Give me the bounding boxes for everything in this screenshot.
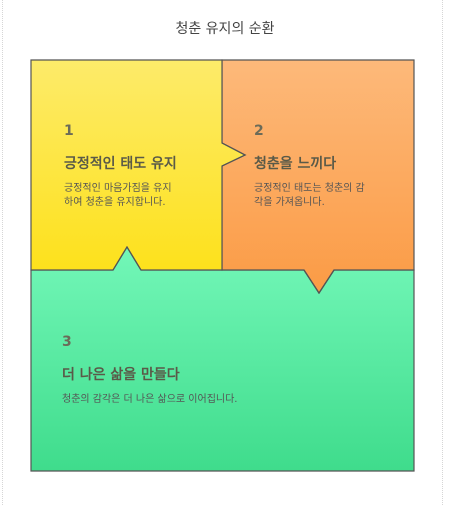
step-2-heading: 청춘을 느끼다 <box>254 156 337 172</box>
step-3-number: 3 <box>62 334 72 350</box>
arrow-up-icon <box>112 245 142 271</box>
step-3-description: 청춘의 감각은 더 나은 삶으로 이어집니다. <box>62 393 382 407</box>
step-1-block: 1 긍정적인 태도 유지 긍정적인 마음가짐을 유지 하여 청춘을 유지합니다. <box>64 123 214 210</box>
step-3-block: 3 더 나은 삶을 만들다 청춘의 감각은 더 나은 삶으로 이어집니다. <box>62 334 382 407</box>
step-2-block: 2 청춘을 느끼다 긍정적인 태도는 청춘의 감 각을 가져옵니다. <box>254 123 404 210</box>
step-1-heading: 긍정적인 태도 유지 <box>64 156 177 172</box>
arrow-down-icon <box>303 269 335 295</box>
step-3-heading: 더 나은 삶을 만들다 <box>62 367 180 383</box>
step-2-description: 긍정적인 태도는 청춘의 감 각을 가져옵니다. <box>254 182 404 210</box>
step-1-description-text: 긍정적인 마음가짐을 유지 하여 청춘을 유지합니다. <box>64 183 172 208</box>
left-guide-line <box>2 0 3 505</box>
step-3-description-text: 청춘의 감각은 더 나은 삶으로 이어집니다. <box>62 394 238 405</box>
step-1-panel <box>30 59 247 271</box>
step-1-number: 1 <box>64 123 74 139</box>
step-2-description-text: 긍정적인 태도는 청춘의 감 각을 가져옵니다. <box>254 183 365 208</box>
right-guide-line <box>442 0 443 505</box>
arrow-right-icon <box>221 142 247 167</box>
step-1-description: 긍정적인 마음가짐을 유지 하여 청춘을 유지합니다. <box>64 182 214 210</box>
step-2-number: 2 <box>254 123 264 139</box>
diagram-title: 청춘 유지의 순환 <box>175 21 275 37</box>
